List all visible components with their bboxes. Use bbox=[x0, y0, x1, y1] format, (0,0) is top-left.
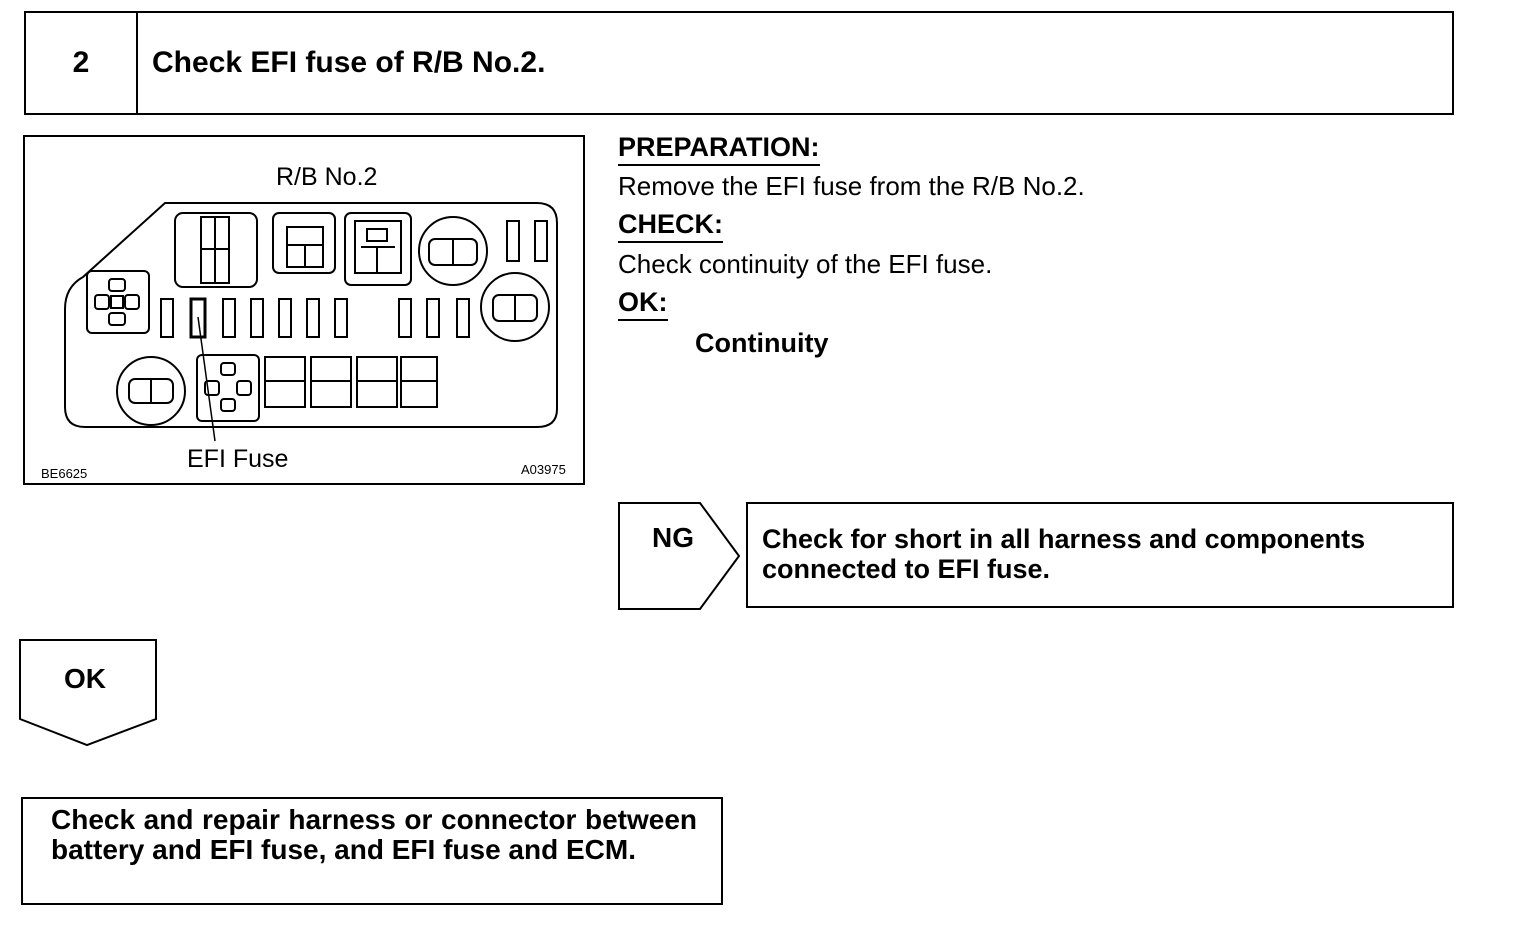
repair-action-box: Check and repair harness or connector be… bbox=[21, 797, 723, 905]
step-title: Check EFI fuse of R/B No.2. bbox=[152, 46, 546, 79]
step-header: 2 Check EFI fuse of R/B No.2. bbox=[24, 11, 1454, 115]
ok-label: OK bbox=[64, 663, 106, 694]
step-number: 2 bbox=[26, 13, 138, 113]
relay-block-label: R/B No.2 bbox=[276, 163, 378, 191]
figure-code-right: A03975 bbox=[521, 462, 566, 477]
figure-code-left: BE6625 bbox=[41, 466, 88, 481]
check-text: Check continuity of the EFI fuse. bbox=[618, 249, 993, 279]
ok-value: Continuity bbox=[695, 328, 829, 358]
ng-action-box: Check for short in all harness and compo… bbox=[746, 502, 1454, 608]
ng-label: NG bbox=[652, 522, 694, 553]
ok-heading: OK: bbox=[618, 287, 668, 321]
check-heading: CHECK: bbox=[618, 209, 723, 243]
efi-fuse-label: EFI Fuse bbox=[187, 445, 289, 473]
ng-action-text: Check for short in all harness and compo… bbox=[762, 524, 1366, 584]
relay-block-diagram bbox=[64, 202, 558, 442]
repair-action-text: Check and repair harness or connector be… bbox=[51, 804, 697, 865]
ok-arrow-shape bbox=[19, 639, 157, 747]
relay-block-figure: R/B No.2 EFI Fuse BE6625 A03975 bbox=[23, 135, 585, 485]
preparation-heading: PREPARATION: bbox=[618, 132, 820, 166]
ng-arrow-shape bbox=[618, 502, 741, 610]
preparation-text: Remove the EFI fuse from the R/B No.2. bbox=[618, 171, 1085, 201]
